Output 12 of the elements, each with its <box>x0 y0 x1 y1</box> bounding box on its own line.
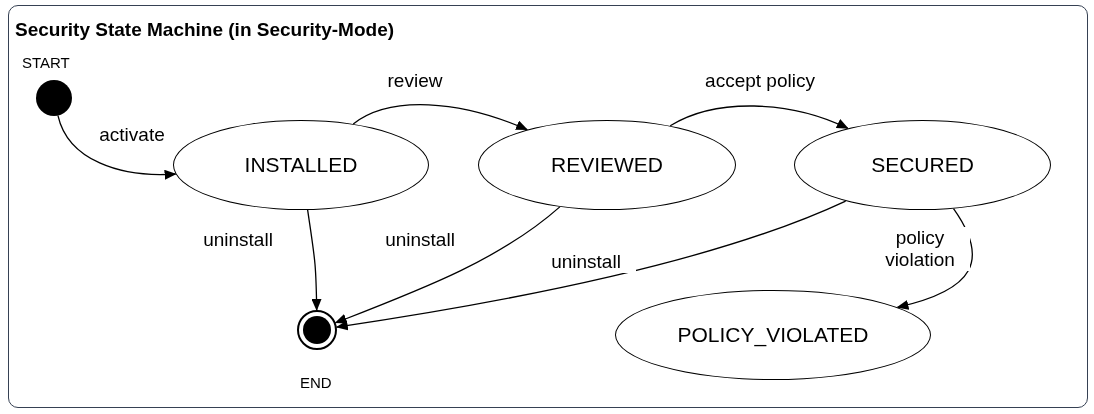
diagram-title: Security State Machine (in Security-Mode) <box>15 18 395 42</box>
transition-arrow <box>669 105 849 129</box>
state-caption: START <box>22 53 70 73</box>
state-name: INSTALLED <box>244 152 358 179</box>
transition-arrow <box>57 114 177 180</box>
state-caption: END <box>300 373 332 393</box>
state-name: REVIEWED <box>551 152 663 179</box>
transition-arrow <box>896 208 974 310</box>
transition-arrow <box>306 209 322 311</box>
transition-arrow <box>352 104 529 131</box>
state-name: SECURED <box>871 152 974 179</box>
state-name: POLICY_VIOLATED <box>677 322 869 349</box>
